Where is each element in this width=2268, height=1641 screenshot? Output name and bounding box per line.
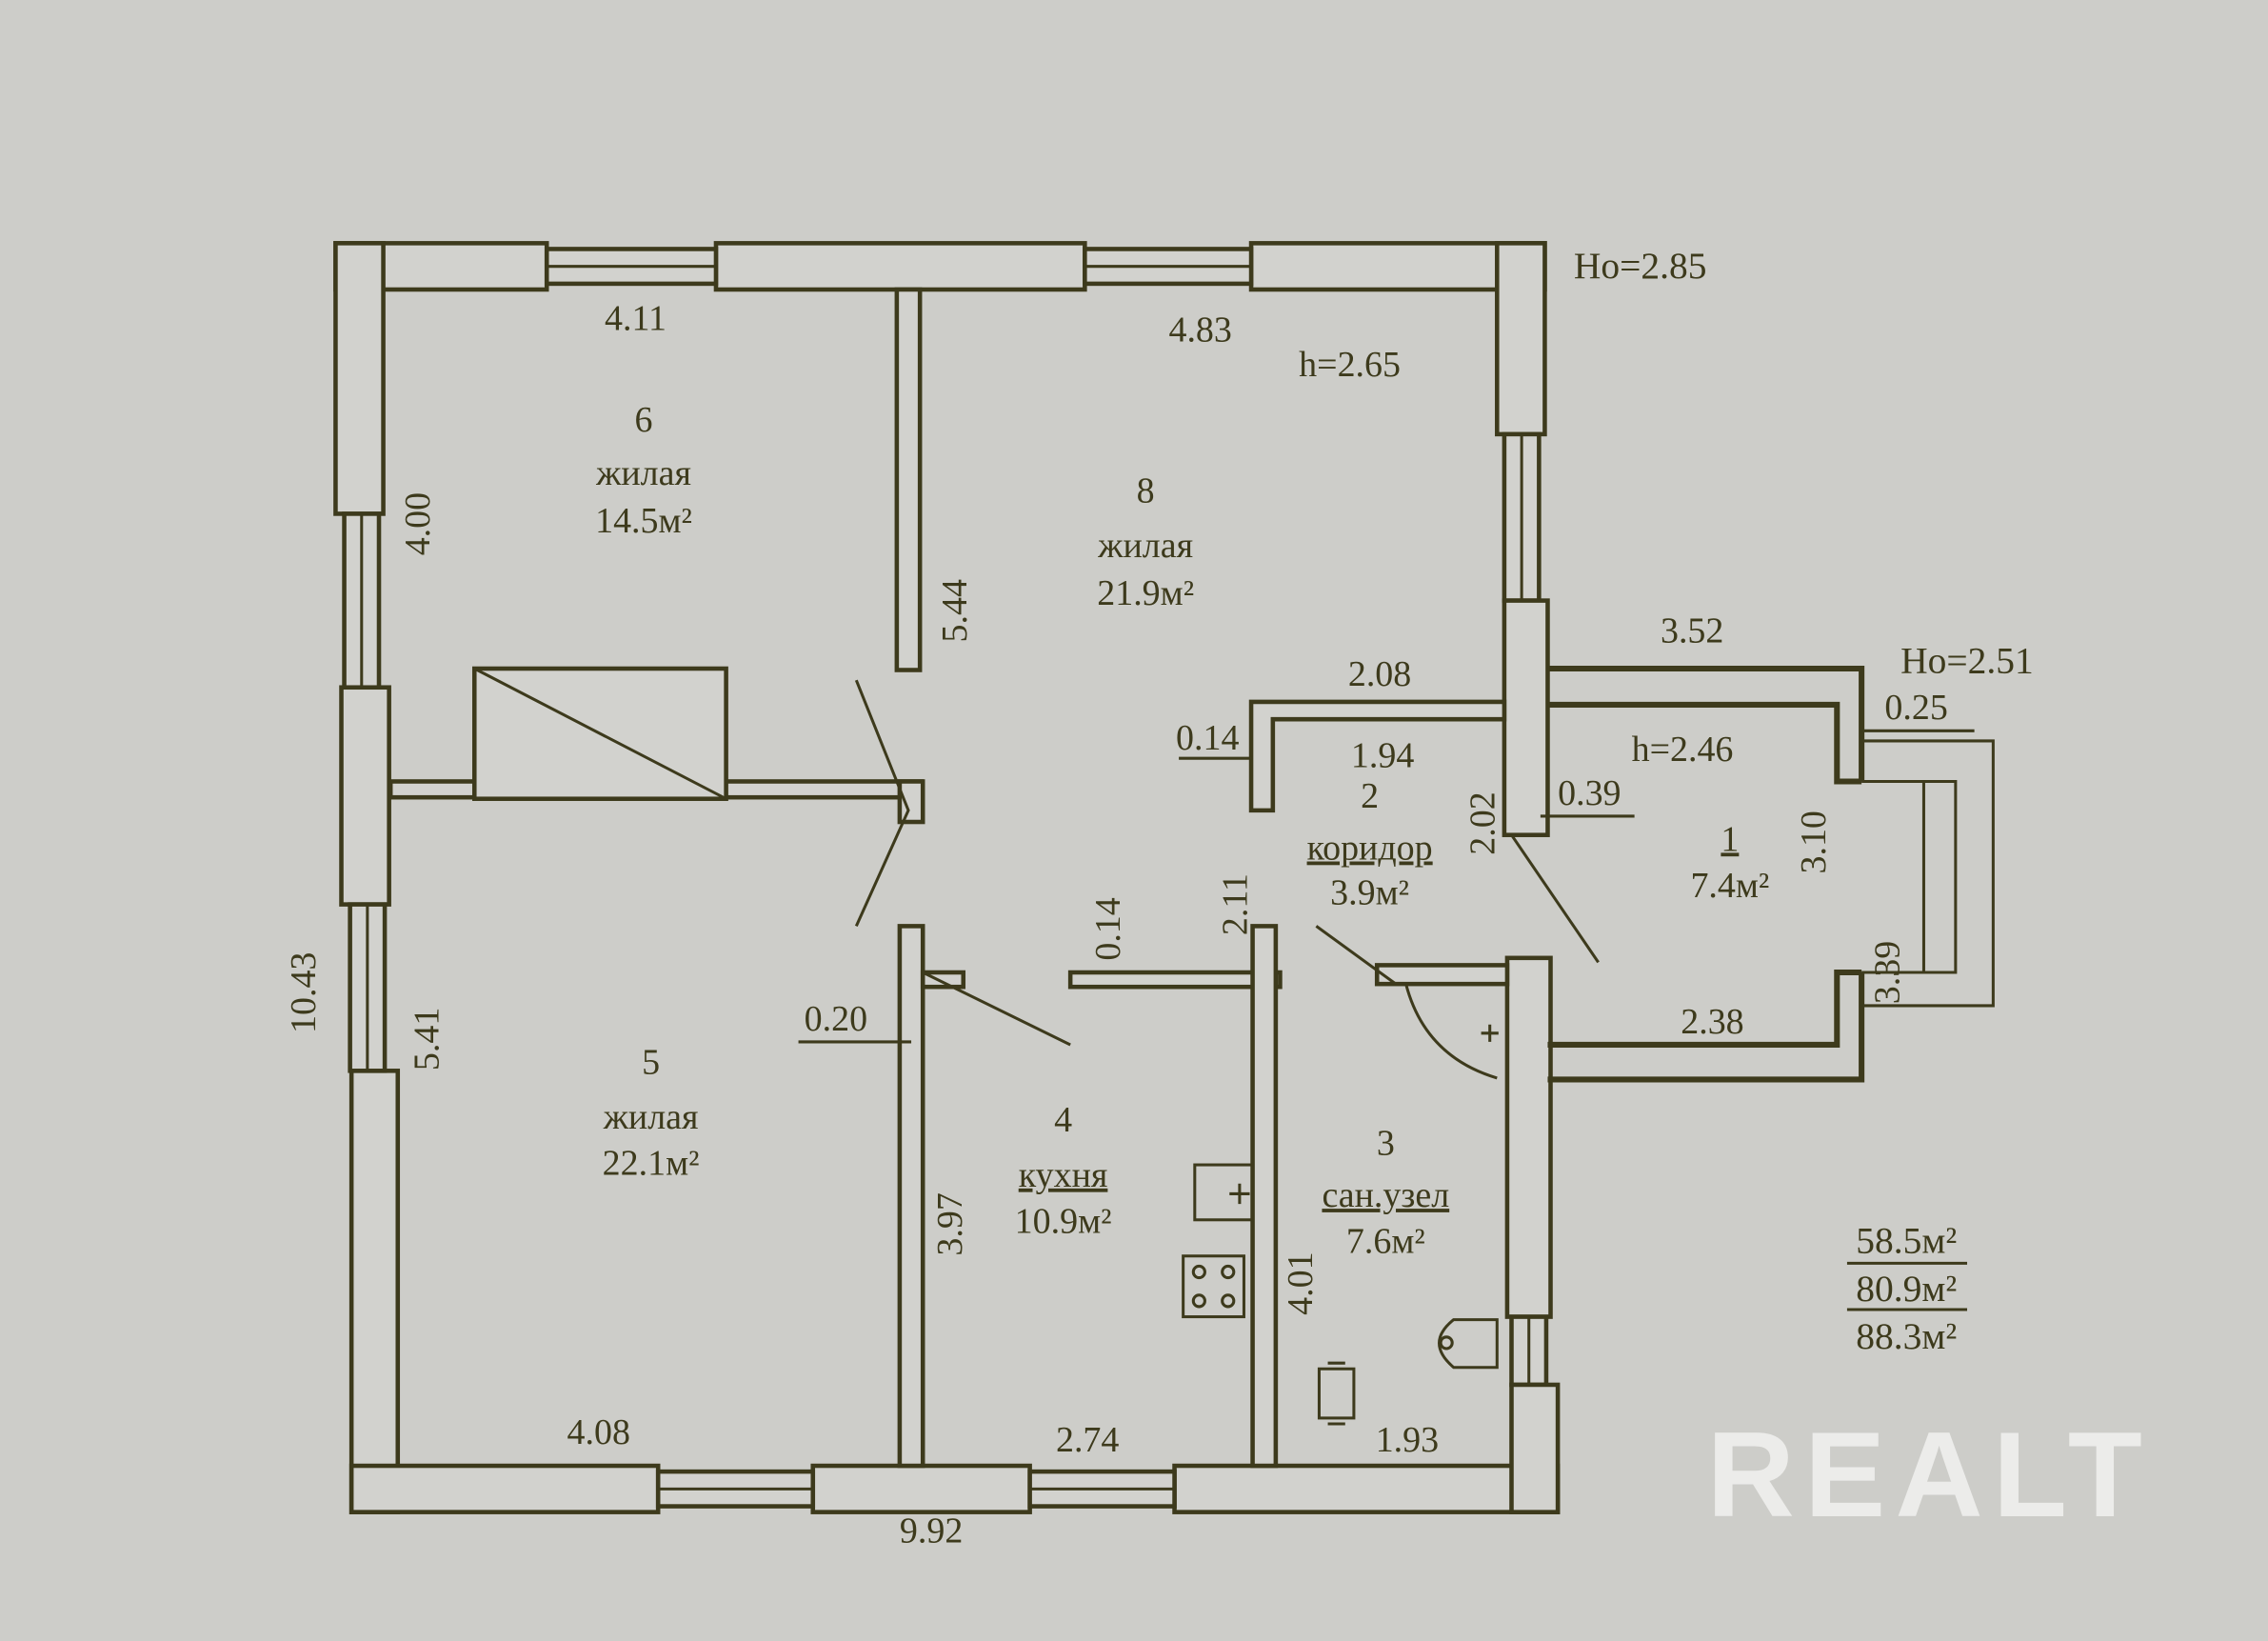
dim: 4.00 [398,492,438,555]
labels: Ho=2.85 h=2.65 Ho=2.51 h=2.46 6 жилая 14… [284,245,2034,1551]
dim: 2.74 [1056,1420,1119,1460]
dim: 5.41 [407,1008,447,1071]
dim: 3.52 [1661,611,1723,651]
dim: 2.08 [1348,654,1411,694]
dim: 1.93 [1376,1420,1439,1460]
dim: 2.02 [1462,791,1502,854]
dim: 0.14 [1088,897,1128,960]
window [1502,431,1542,603]
dim: 0.25 [1884,688,1947,728]
living-area-total: 58.5м² [1856,1220,1957,1262]
room-6-area: 14.5м² [595,501,692,541]
room-2-area: 3.9м² [1330,873,1409,913]
sink-icon [1193,1163,1255,1222]
dim: 9.92 [900,1511,963,1551]
outlet-icon [1481,1024,1499,1042]
window [1083,247,1254,287]
room-2-name: коридор [1307,829,1433,869]
toilet-icon [1438,1318,1499,1370]
dim: 4.11 [605,299,666,339]
bathtub-icon [1317,1361,1356,1426]
dim: 2.38 [1681,1002,1743,1042]
dim: 5.44 [935,579,975,642]
room-6-name: жилая [595,453,691,493]
height-annex: Ho=2.51 [1900,640,2034,682]
room-4-number: 4 [1054,1100,1072,1140]
room-5-number: 5 [642,1042,660,1082]
dim: 2.11 [1215,873,1255,935]
realt-watermark: REALT [1707,1407,2148,1543]
dim: 10.43 [284,952,324,1033]
window [655,1469,816,1509]
room-1-number: 1 [1721,819,1739,859]
room-3-area: 7.6м² [1346,1222,1425,1262]
total-area: 80.9м² [1856,1268,1957,1310]
room-8-name: жилая [1097,526,1193,566]
dim: 3.10 [1794,810,1834,873]
window [342,511,382,690]
stairs [471,666,728,801]
room-5-area: 22.1м² [603,1144,700,1184]
door-swing [854,679,1600,1047]
window [348,902,388,1073]
height-room-annex: h=2.46 [1632,730,1734,770]
gross-area: 88.3м² [1856,1315,1957,1357]
walls [333,241,1995,1514]
dim: 4.01 [1281,1251,1321,1314]
room-8-number: 8 [1137,470,1155,510]
room-3-name: сан.узел [1322,1175,1449,1215]
room-1-area: 7.4м² [1690,866,1769,906]
window [1027,1469,1177,1509]
door-swing [1404,983,1498,1080]
dim: 0.39 [1558,773,1621,813]
room-4-name: кухня [1019,1155,1108,1195]
room-8-area: 21.9м² [1097,573,1194,613]
window [1509,1314,1549,1388]
dim: 4.08 [567,1412,630,1452]
room-5-name: жилая [603,1097,699,1137]
dim: 4.83 [1168,310,1231,350]
dim: 3.39 [1868,941,1908,1004]
stove-icon [1182,1254,1245,1319]
room-2-number: 2 [1361,776,1379,816]
room-3-number: 3 [1377,1123,1395,1163]
height-room-main: h=2.65 [1299,345,1401,385]
dim: 0.20 [805,999,867,1039]
height-main: Ho=2.85 [1574,245,1707,287]
dim: 0.14 [1176,718,1239,758]
room-6-number: 6 [635,400,653,440]
room-4-area: 10.9м² [1015,1201,1112,1241]
window [544,247,719,287]
dim: 1.94 [1351,735,1414,775]
area-totals: 58.5м² 80.9м² 88.3м² [1846,1220,1968,1357]
dim: 3.97 [930,1192,970,1255]
